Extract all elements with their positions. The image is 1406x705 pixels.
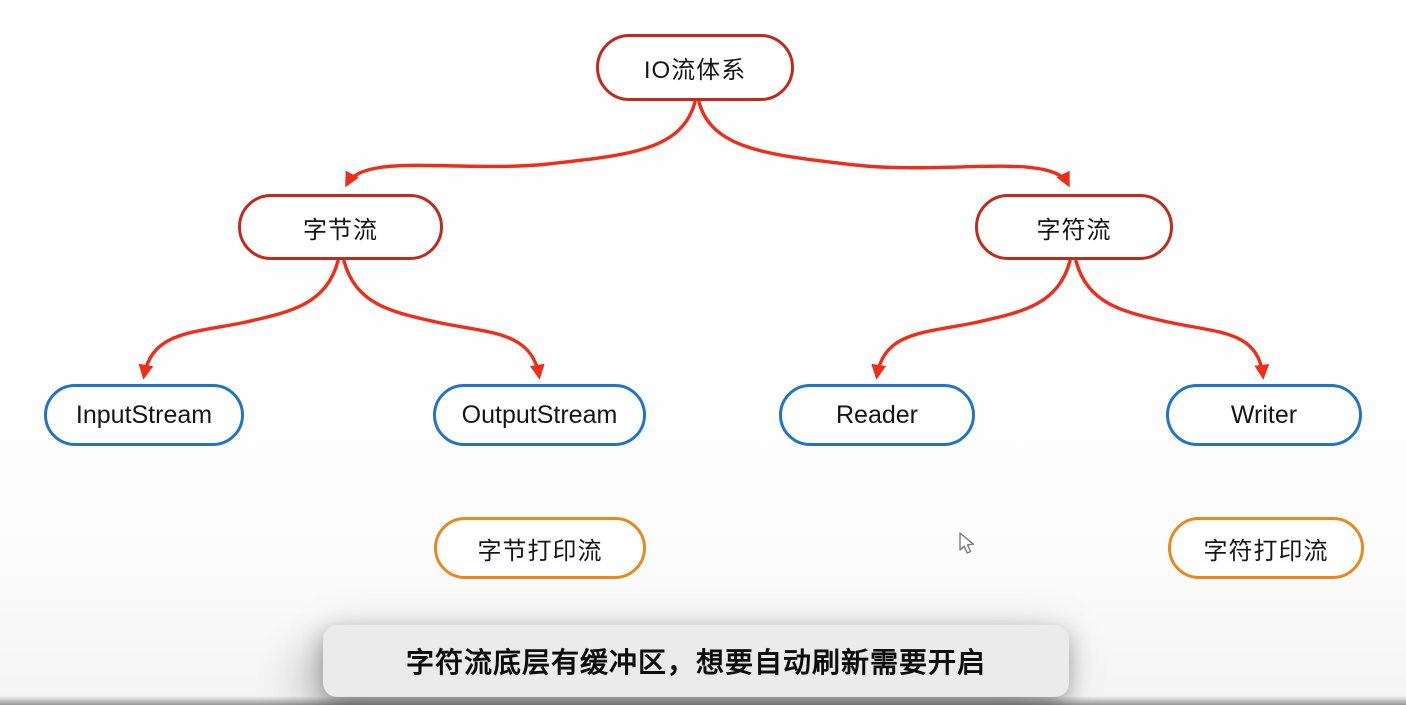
subtitle-bar: 字符流底层有缓冲区，想要自动刷新需要开启: [323, 625, 1069, 697]
edge-byte-to-output: [342, 259, 545, 380]
edge-char-to-writer: [1074, 259, 1270, 380]
node-label: InputStream: [75, 400, 213, 429]
node-writer: Writer: [1166, 384, 1362, 446]
node-label: IO流体系: [643, 57, 747, 84]
node-label: 字节打印流: [477, 537, 603, 565]
mouse-cursor-icon: [959, 532, 975, 554]
node-char-stream: 字符流: [975, 194, 1173, 260]
node-reader: Reader: [779, 384, 975, 446]
bottom-shadow-strip: [0, 696, 1406, 705]
node-label: OutputStream: [461, 400, 618, 429]
node-label: 字符流: [1036, 216, 1112, 244]
node-char-print-stream: 字符打印流: [1168, 517, 1364, 579]
node-label: Reader: [836, 400, 918, 429]
node-byte-stream: 字节流: [238, 194, 443, 260]
edge-io-to-byte: [345, 100, 697, 188]
edge-byte-to-input: [138, 259, 340, 380]
node-label: 字符打印流: [1203, 537, 1329, 565]
node-io-stream-system: IO流体系: [596, 34, 794, 101]
node-label: 字节流: [303, 216, 378, 244]
subtitle-text: 字符流底层有缓冲区，想要自动刷新需要开启: [405, 647, 986, 678]
node-input-stream: InputStream: [44, 384, 244, 446]
node-byte-print-stream: 字节打印流: [434, 517, 646, 579]
node-label: Writer: [1230, 400, 1298, 429]
node-output-stream: OutputStream: [433, 384, 646, 446]
edge-char-to-reader: [871, 259, 1072, 380]
edge-io-to-char: [697, 100, 1070, 188]
